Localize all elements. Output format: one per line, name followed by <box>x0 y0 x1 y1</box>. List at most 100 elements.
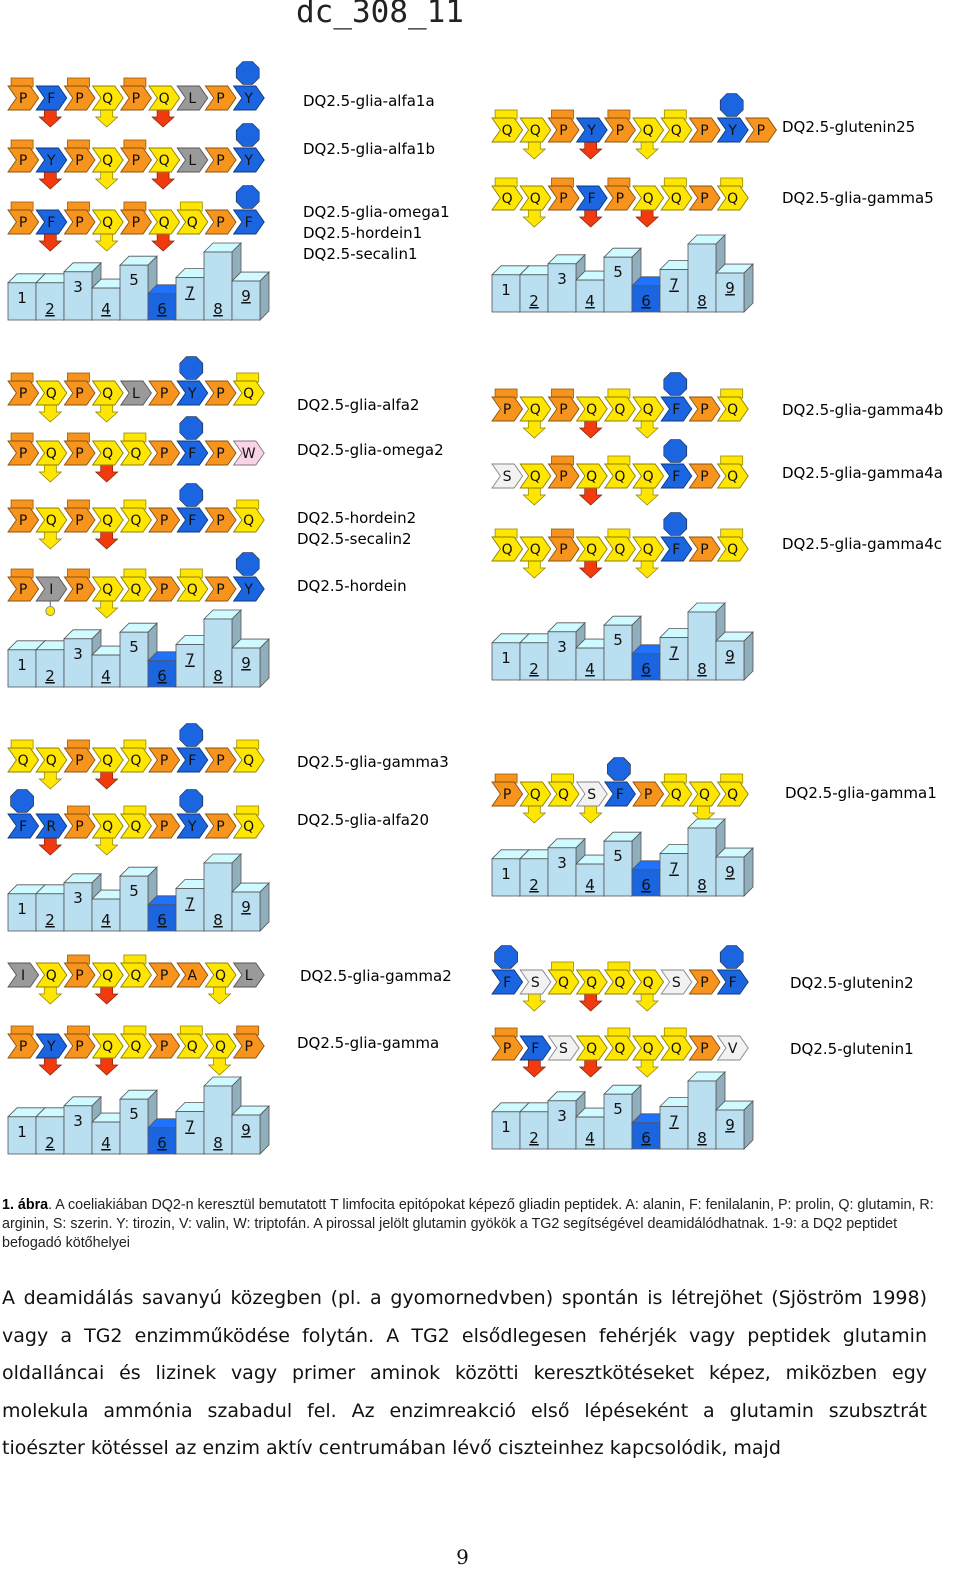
residue-Q <box>632 969 665 995</box>
residue-Q <box>491 536 524 562</box>
pocket-number: 8 <box>697 1129 707 1147</box>
pocket-number: 4 <box>585 876 595 894</box>
residue-P <box>688 185 721 211</box>
residue-P <box>148 1033 181 1059</box>
pocket-front <box>35 649 65 688</box>
residue-letter: P <box>160 446 168 462</box>
pocket-front <box>547 1100 577 1150</box>
pocket-number: 6 <box>641 1129 651 1147</box>
side-chain-arrow <box>635 486 660 506</box>
residue-Q <box>660 185 693 211</box>
side-chain-arrow <box>522 208 547 228</box>
residue-F <box>176 440 209 466</box>
pocket-number: 4 <box>101 667 111 685</box>
pocket-number: 4 <box>101 1134 111 1152</box>
residue-Q <box>91 576 124 602</box>
peptide-label: DQ2.5-glia-gamma2 <box>300 967 452 985</box>
pocket-number: 9 <box>241 654 251 672</box>
pocket-number: 7 <box>669 276 679 294</box>
residue-Q <box>716 396 749 422</box>
residue-Q <box>660 781 693 807</box>
pocket-number: 2 <box>529 876 539 894</box>
residue-letter: P <box>75 513 83 529</box>
side-chain-arrow <box>522 804 547 824</box>
peptide-label: DQ2.5-glia-gamma <box>297 1034 439 1052</box>
residue-letter: P <box>132 215 140 231</box>
residue-Q <box>204 962 237 988</box>
residue-letter: L <box>188 91 196 107</box>
residue-S <box>547 1035 580 1061</box>
side-chain-arrow <box>38 232 63 252</box>
residue-P <box>204 85 237 111</box>
peptide-label: DQ2.5-glia-alfa1b <box>303 140 435 158</box>
residue-letter: Q <box>102 386 113 402</box>
pocket-number: 7 <box>669 860 679 878</box>
residue-P <box>148 747 181 773</box>
peptide-label: DQ2.5-hordein1 <box>303 224 422 242</box>
peptide-label: DQ2.5-glia-alfa1a <box>303 92 435 110</box>
residue-P <box>63 147 96 173</box>
residue-F <box>232 209 265 235</box>
residue-letter: P <box>160 753 168 769</box>
peptide-label: DQ2.5-glia-gamma4b <box>782 401 943 419</box>
residue-Y <box>35 147 68 173</box>
peptide-label: DQ2.5-hordein <box>297 577 407 595</box>
pocket-front <box>519 642 549 681</box>
residue-P <box>63 85 96 111</box>
side-chain-arrow <box>522 486 547 506</box>
body-paragraph: A deamidálás savanyú közegben (pl. a gyo… <box>2 1287 927 1459</box>
residue-P <box>232 1033 265 1059</box>
side-chain-ring <box>179 416 204 440</box>
pocket-side <box>259 1105 270 1155</box>
residue-letter: Q <box>586 1041 597 1057</box>
residue-letter: P <box>160 1039 168 1055</box>
pocket-front <box>119 264 149 321</box>
pocket-side <box>259 882 270 932</box>
side-chain-arrow <box>38 108 63 128</box>
residue-P <box>744 117 777 143</box>
side-chain-arrow <box>38 1056 63 1076</box>
side-chain-arrow <box>635 419 660 439</box>
peptide-label: DQ2.5-glia-gamma4a <box>782 464 943 482</box>
pocket-front <box>175 644 205 688</box>
residue-L <box>232 962 265 988</box>
residue-P <box>7 209 40 235</box>
residue-letter: Q <box>558 787 569 803</box>
residue-letter: P <box>75 819 83 835</box>
pocket-front <box>91 654 121 688</box>
residue-letter: Q <box>502 123 513 139</box>
pocket-front <box>575 863 605 897</box>
residue-F <box>660 536 693 562</box>
residue-letter: F <box>672 402 680 418</box>
side-chain-arrow <box>207 985 232 1005</box>
side-chain-dot <box>45 606 56 616</box>
residue-P <box>491 396 524 422</box>
residue-P <box>688 396 721 422</box>
residue-Y <box>176 813 209 839</box>
residue-Q <box>119 507 152 533</box>
side-chain-arrow <box>578 559 603 579</box>
residue-Q <box>632 396 665 422</box>
pocket-side <box>743 263 754 313</box>
pocket-number: 5 <box>129 882 139 900</box>
residue-P <box>547 396 580 422</box>
pocket-front <box>491 858 521 897</box>
residue-Q <box>491 185 524 211</box>
side-chain-arrow <box>38 836 63 856</box>
residue-Q <box>232 380 265 406</box>
residue-P <box>204 440 237 466</box>
residue-letter: P <box>75 1039 83 1055</box>
residue-Q <box>119 576 152 602</box>
pocket-front <box>519 1111 549 1150</box>
residue-Q <box>660 117 693 143</box>
residue-Q <box>119 747 152 773</box>
pocket-number: 7 <box>185 1118 195 1136</box>
residue-F <box>491 969 524 995</box>
side-chain-arrow <box>522 419 547 439</box>
residue-letter: P <box>700 542 708 558</box>
residue-P <box>119 85 152 111</box>
residue-I <box>35 576 68 602</box>
side-chain-arrow <box>522 140 547 160</box>
